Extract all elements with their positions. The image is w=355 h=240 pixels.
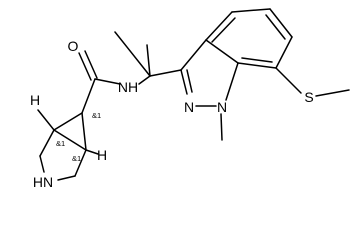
atom-hydrogen-right: H	[97, 147, 107, 163]
bond-ctop-cright	[81, 112, 87, 151]
bond-n1-methyl	[220, 113, 223, 141]
bond-c5-c6-b	[265, 14, 286, 40]
bond-c6-c7	[275, 36, 293, 69]
bond-cleft-cright	[53, 129, 87, 151]
atom-hydrogen-left: H	[30, 92, 40, 108]
bond-nh-cquat	[138, 75, 151, 85]
bond-c7-s	[275, 67, 302, 94]
bond-c3a-c7a	[205, 39, 239, 64]
bond-cleft-h	[37, 109, 55, 131]
bond-cleft-ch2	[39, 129, 55, 157]
linker-bonds	[114, 31, 182, 85]
bond-cquat-methyl-left	[114, 31, 151, 77]
atom-oxygen: O	[68, 38, 79, 54]
bond-c-nh	[94, 78, 121, 85]
bond-cright-h	[85, 149, 99, 155]
bond-s-methyl	[315, 89, 350, 97]
bond-c4-c5	[231, 8, 271, 13]
bond-c7-c7a-a	[237, 62, 277, 69]
stereo-label-2: &1	[56, 139, 65, 148]
bicyclic-bonds	[37, 109, 99, 181]
atom-labels: O NH H H HN N N S	[30, 38, 314, 190]
carboxamide-bonds	[78, 50, 121, 114]
bond-c3a-c4-a	[205, 11, 233, 41]
bond-cquat-indazole	[149, 69, 182, 77]
stereo-labels: &1 &1 &1	[56, 111, 101, 163]
bond-c7-c7a-b	[241, 57, 273, 63]
atom-ring-nh: HN	[33, 174, 53, 190]
bond-c3-c3a	[180, 39, 207, 71]
atom-indazole-n2: N	[184, 99, 194, 115]
bond-c5-c6-a	[269, 8, 293, 38]
molecule-structure-diagram: O NH H H HN N N S &1 &1 &1	[30, 8, 350, 190]
stereo-label-1: &1	[92, 111, 101, 120]
bond-c3a-c4-b	[211, 17, 236, 43]
bond-n1-c7a	[225, 62, 239, 101]
bond-ch2-n-right	[57, 175, 76, 181]
bond-cright-ch2	[74, 149, 87, 177]
atom-amide-nh: NH	[118, 79, 138, 95]
indazole-bonds	[180, 8, 350, 141]
bond-c-o-1	[84, 50, 98, 79]
bond-c3-n2-b	[186, 69, 193, 93]
bond-c-o-2	[78, 52, 92, 81]
bond-ch2-n	[39, 155, 45, 173]
atom-indazole-n1: N	[217, 99, 227, 115]
bond-ctop-cleft	[53, 112, 83, 131]
atom-sulfur: S	[304, 89, 313, 105]
stereo-label-3: &1	[72, 154, 81, 163]
bond-c3-n2-a	[180, 69, 188, 95]
bond-cquat-methyl-up	[146, 44, 151, 77]
bond-c-cyclopropane	[81, 78, 96, 114]
